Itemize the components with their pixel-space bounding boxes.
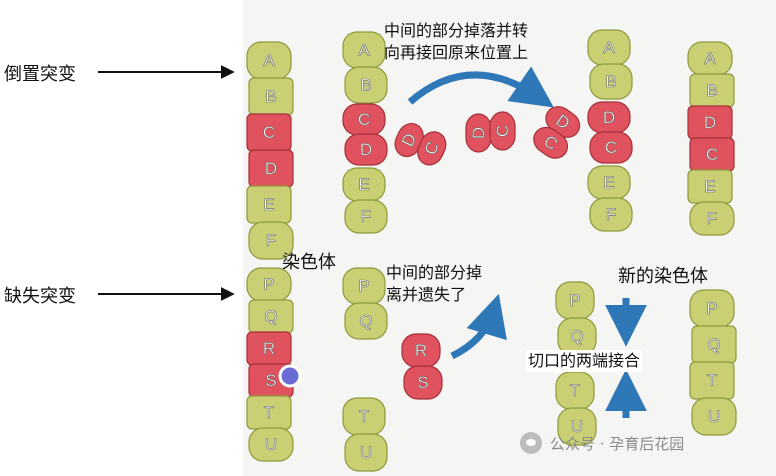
gene-letter: Q bbox=[707, 335, 720, 354]
deletion-note-line1: 中间的部分掉 bbox=[386, 263, 483, 282]
rejoin-note: 切口的两端接合 bbox=[526, 350, 643, 372]
del-mid: RS bbox=[401, 333, 443, 400]
new-chromosome-label: 新的染色体 bbox=[618, 266, 708, 287]
inv-broken-bot: EF bbox=[342, 167, 388, 234]
gene-letter: C bbox=[493, 125, 512, 137]
gene-band bbox=[344, 66, 388, 104]
gene-letter: C bbox=[605, 138, 617, 157]
gene-band bbox=[344, 133, 388, 166]
deletion-curved-arrow bbox=[450, 293, 507, 360]
gene-letter: P bbox=[569, 291, 580, 310]
gene-letter: E bbox=[603, 173, 614, 192]
gene-band bbox=[589, 131, 633, 164]
gene-letter: E bbox=[263, 195, 274, 214]
gene-letter: S bbox=[417, 373, 428, 392]
gene-letter: D bbox=[704, 113, 716, 132]
gene-letter: Q bbox=[570, 327, 583, 346]
gene-letter: A bbox=[603, 38, 615, 57]
gene-letter: B bbox=[265, 87, 276, 106]
chromosome-label: 染色体 bbox=[282, 252, 336, 273]
gene-letter: C bbox=[263, 123, 275, 142]
gene-letter: E bbox=[358, 175, 369, 194]
gene-letter: F bbox=[266, 231, 276, 250]
gene-letter: A bbox=[263, 51, 275, 70]
gene-letter: U bbox=[265, 435, 277, 454]
inv-broken-mid: CD bbox=[342, 103, 388, 166]
deletion-note: 中间的部分掉 离并遗失了 bbox=[386, 262, 482, 306]
gene-band bbox=[589, 197, 633, 232]
gene-letter: R bbox=[415, 341, 427, 360]
inversion-note: 中间的部分掉落并转 向再接回原来位置上 bbox=[384, 20, 528, 64]
gene-letter: E bbox=[704, 177, 715, 196]
marker-dot bbox=[278, 364, 302, 388]
wechat-icon bbox=[520, 432, 542, 454]
gene-band bbox=[248, 221, 294, 260]
del-join-bot: TU bbox=[555, 371, 597, 446]
gene-letter: F bbox=[606, 205, 616, 224]
inv-reattach-bot: EF bbox=[587, 165, 633, 232]
gene-letter: F bbox=[361, 207, 371, 226]
gene-band bbox=[533, 126, 569, 159]
gene-band bbox=[417, 131, 447, 166]
del-join-top: PQ bbox=[555, 281, 597, 356]
gene-letter: P bbox=[358, 277, 369, 296]
gene-letter: A bbox=[358, 41, 370, 60]
gene-letter: D bbox=[360, 140, 372, 159]
gene-letter: F bbox=[707, 209, 717, 228]
gene-letter: B bbox=[605, 72, 616, 91]
gene-letter: S bbox=[265, 371, 276, 390]
gene-letter: T bbox=[570, 381, 580, 400]
watermark-text: 公众号 · 孕育后花园 bbox=[550, 434, 685, 453]
gene-letter: P bbox=[263, 275, 274, 294]
gene-letter: U bbox=[360, 443, 372, 462]
inv-flip-3: DC bbox=[533, 106, 581, 159]
gene-band bbox=[589, 63, 633, 100]
del-top: PQ bbox=[342, 267, 388, 340]
gene-band bbox=[344, 302, 388, 340]
watermark: 公众号 · 孕育后花园 bbox=[520, 428, 770, 458]
gene-letter: R bbox=[263, 339, 275, 358]
gene-letter: C bbox=[358, 110, 370, 129]
inv-broken-top: AB bbox=[342, 31, 388, 104]
gene-letter: Q bbox=[264, 307, 277, 326]
gene-letter: D bbox=[265, 159, 277, 178]
gene-letter: T bbox=[707, 371, 717, 390]
inv-reattach-mid: DC bbox=[587, 101, 633, 164]
deletion-note-line2: 离并遗失了 bbox=[386, 285, 467, 304]
gene-letter: B bbox=[706, 81, 717, 100]
inv-reattach-top: AB bbox=[587, 29, 633, 100]
gene-band bbox=[403, 365, 443, 400]
inversion-label: 倒置突变 bbox=[4, 64, 76, 85]
gene-letter: A bbox=[704, 49, 716, 68]
gene-letter: C bbox=[706, 145, 718, 164]
gene-letter: B bbox=[360, 76, 371, 95]
gene-letter: U bbox=[571, 417, 583, 436]
gene-band bbox=[689, 201, 735, 236]
gene-band bbox=[248, 427, 294, 462]
deletion-label: 缺失突变 bbox=[4, 286, 76, 307]
gene-band bbox=[691, 397, 737, 436]
gene-letter: T bbox=[264, 403, 274, 422]
inversion-note-line1: 中间的部分掉落并转 bbox=[384, 21, 529, 40]
del-bot: TU bbox=[342, 397, 388, 472]
gene-letter: P bbox=[706, 299, 717, 318]
gene-letter: T bbox=[359, 407, 369, 426]
gene-band bbox=[344, 433, 388, 472]
gene-letter: D bbox=[603, 108, 615, 127]
gene-letter: U bbox=[708, 407, 720, 426]
gene-band bbox=[344, 199, 388, 234]
gene-letter: D bbox=[469, 127, 488, 139]
gene-band bbox=[489, 111, 516, 151]
inversion-note-line2: 向再接回原来位置上 bbox=[384, 43, 529, 62]
gene-band bbox=[557, 407, 597, 446]
inversion-curved-arrow bbox=[407, 66, 554, 108]
gene-letter: Q bbox=[359, 312, 372, 331]
